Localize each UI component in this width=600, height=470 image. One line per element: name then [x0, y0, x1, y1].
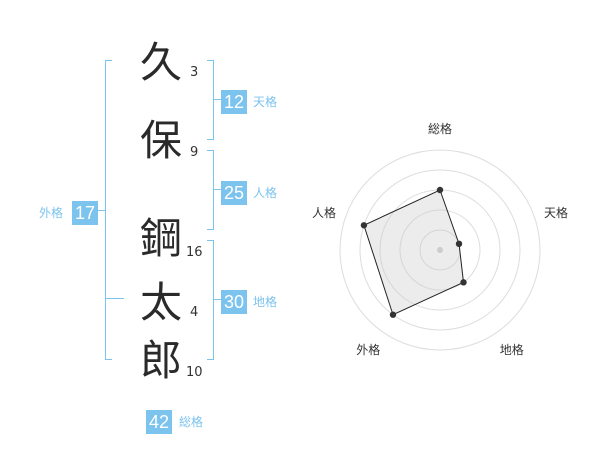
jinkaku-bracket	[207, 150, 214, 230]
name-char-2: 保	[139, 116, 182, 165]
stroke-count-2: 9	[190, 145, 199, 160]
gaikaku-tick	[95, 210, 105, 211]
radar-center-dot	[437, 247, 443, 253]
radar-series-area	[363, 189, 465, 316]
jinkaku-value: 25	[221, 181, 247, 205]
tenkaku-bracket	[207, 60, 214, 140]
stroke-count-1: 3	[190, 65, 199, 80]
chikaku-tick	[213, 299, 223, 300]
tenkaku-tick	[213, 99, 223, 100]
radar-grid-ring-1	[339, 149, 541, 351]
radar-grid-ring-4	[399, 209, 481, 291]
tenkaku-label: 天格	[253, 95, 278, 109]
gaikaku-inner-tick	[106, 298, 124, 299]
stroke-count-5: 10	[186, 365, 203, 380]
radar-point-4	[389, 311, 397, 318]
radar-axis-label-5: 人格	[311, 206, 336, 221]
tenkaku-value: 12	[221, 90, 247, 114]
radar-point-5	[360, 222, 368, 229]
stroke-count-3: 16	[186, 245, 203, 260]
gaikaku-bracket	[105, 60, 112, 360]
name-char-1: 久	[139, 38, 182, 87]
stroke-count-4: 4	[190, 305, 199, 320]
soukaku-value: 42	[146, 410, 172, 434]
jinkaku-tick	[213, 189, 223, 190]
jinkaku-label: 人格	[253, 186, 278, 200]
radar-axis-label-1: 総格	[427, 122, 452, 136]
name-char-4: 太	[139, 278, 182, 327]
radar-point-1	[436, 186, 444, 194]
name-char-3: 鋼	[139, 214, 182, 263]
radar-axis-label-4: 外格	[356, 342, 381, 357]
radar-axis-label-2: 天格	[544, 206, 569, 221]
gaikaku-value: 17	[72, 201, 98, 225]
radar-axis-label-3: 地格	[499, 342, 524, 357]
radar-point-2	[455, 240, 463, 248]
chikaku-bracket	[207, 240, 214, 360]
radar-grid-ring-2	[359, 169, 521, 331]
gaikaku-label: 外格	[39, 206, 64, 220]
chikaku-label: 地格	[253, 295, 278, 309]
soukaku-label: 総格	[179, 415, 204, 429]
chikaku-value: 30	[221, 290, 247, 314]
name-char-5: 郎	[139, 336, 182, 385]
radar-point-3	[460, 279, 467, 286]
